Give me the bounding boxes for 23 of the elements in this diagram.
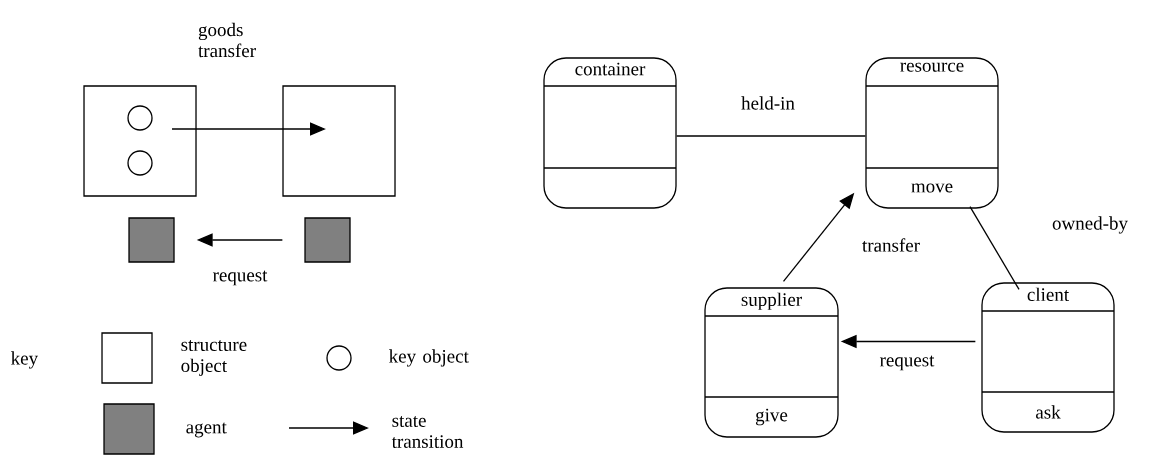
class-box: container <box>543 57 677 209</box>
edge-label: request <box>879 355 935 371</box>
class-box: supplier give <box>704 287 839 438</box>
legend-text: agent <box>186 422 227 438</box>
legend-text: structure object <box>181 340 247 376</box>
connector-line <box>676 135 866 137</box>
legend-text: state transition <box>391 416 464 448</box>
key-object-circle <box>127 105 153 131</box>
agent-square <box>128 217 175 263</box>
edge-label: goods transfer <box>198 22 256 58</box>
structure-box <box>282 85 396 197</box>
agent-square <box>304 217 351 263</box>
class-box: client ask <box>981 282 1115 433</box>
edge-label: held-in <box>741 96 795 110</box>
edge-label: request <box>212 270 268 286</box>
key-object-circle <box>127 150 153 176</box>
edge-label: transfer <box>862 238 920 252</box>
legend-text: key object <box>389 349 469 367</box>
connector-line <box>969 206 1020 290</box>
edge-label: owned-by <box>1052 216 1128 234</box>
key-label: key <box>11 351 39 369</box>
structure-box <box>83 85 197 197</box>
class-box: resource move <box>865 57 999 209</box>
